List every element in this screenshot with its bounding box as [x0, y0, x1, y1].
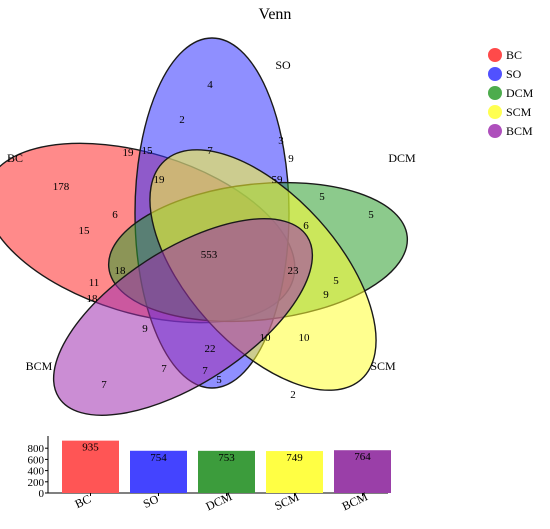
- bar-y-tick-label: 800: [28, 443, 45, 455]
- region-count: 9: [323, 289, 329, 301]
- bar-value-label: 753: [218, 452, 235, 464]
- bar-value-label: 764: [354, 451, 371, 463]
- region-count: 553: [201, 249, 218, 261]
- legend-label: BCM: [506, 124, 533, 138]
- region-count: 7: [161, 363, 167, 375]
- legend-label: SCM: [506, 105, 532, 119]
- region-count: 7: [202, 365, 208, 377]
- venn-ellipse-bcm: [52, 218, 314, 416]
- legend-swatch: [488, 48, 502, 62]
- region-count: 5: [216, 374, 222, 386]
- bar-category-label: BC: [73, 492, 93, 511]
- region-count: 18: [115, 265, 127, 277]
- bar-y-tick-label: 600: [28, 454, 45, 466]
- legend-item-scm: SCM: [488, 105, 532, 119]
- legend-swatch: [488, 105, 502, 119]
- bar-y-tick-label: 400: [28, 466, 45, 478]
- set-label-bc: BC: [7, 151, 23, 165]
- bar-value-label: 754: [150, 452, 167, 464]
- region-count: 178: [53, 181, 70, 193]
- region-count: 59: [272, 174, 284, 186]
- bar-bcm: [334, 450, 391, 493]
- region-count: 7: [101, 379, 107, 391]
- set-label-so: SO: [275, 58, 291, 72]
- region-count: 10: [260, 332, 272, 344]
- venn-ellipses: [0, 37, 409, 416]
- bar-value-label: 935: [82, 442, 99, 454]
- region-count: 23: [288, 265, 300, 277]
- region-count: 9: [288, 153, 294, 165]
- region-count: 6: [112, 209, 118, 221]
- region-count: 6: [303, 220, 309, 232]
- legend-item-dcm: DCM: [488, 86, 534, 100]
- legend-swatch: [488, 67, 502, 81]
- bar-so: [130, 450, 187, 493]
- region-count: 15: [142, 145, 154, 157]
- region-count: 3: [278, 135, 284, 147]
- set-label-bcm: BCM: [26, 359, 53, 373]
- region-count: 7: [207, 145, 213, 157]
- bar-bc: [62, 440, 119, 493]
- region-count: 18: [87, 293, 99, 305]
- legend-item-bc: BC: [488, 48, 522, 62]
- region-count: 5: [333, 275, 339, 287]
- legend: BC SO DCM SCM BCM: [488, 48, 534, 138]
- set-label-scm: SCM: [370, 359, 396, 373]
- region-count: 11: [89, 277, 100, 289]
- legend-label: DCM: [506, 86, 534, 100]
- region-count: 15: [79, 225, 91, 237]
- region-count: 22: [205, 343, 216, 355]
- legend-label: SO: [506, 67, 522, 81]
- region-count: 10: [299, 332, 311, 344]
- region-count: 19: [123, 147, 135, 159]
- region-count: 4: [207, 79, 213, 91]
- venn-set-labels: BC SO DCM SCM BCM: [7, 58, 416, 373]
- legend-item-bcm: BCM: [488, 124, 533, 138]
- region-count: 2: [290, 389, 296, 401]
- bar-category-label: SO: [141, 492, 161, 511]
- bar-dcm: [198, 450, 255, 493]
- region-count: 2: [179, 114, 185, 126]
- chart-title: Venn: [259, 6, 292, 23]
- set-label-dcm: DCM: [388, 151, 416, 165]
- bar-scm: [266, 451, 323, 493]
- bar-y-tick-label: 0: [39, 488, 45, 500]
- bar-value-label: 749: [286, 452, 303, 464]
- legend-label: BC: [506, 48, 522, 62]
- legend-swatch: [488, 86, 502, 100]
- bar-y-tick-label: 200: [28, 477, 45, 489]
- region-count: 5: [319, 191, 325, 203]
- legend-item-so: SO: [488, 67, 522, 81]
- region-count: 5: [368, 209, 374, 221]
- region-count: 9: [142, 323, 148, 335]
- region-count: 19: [154, 174, 166, 186]
- legend-swatch: [488, 124, 502, 138]
